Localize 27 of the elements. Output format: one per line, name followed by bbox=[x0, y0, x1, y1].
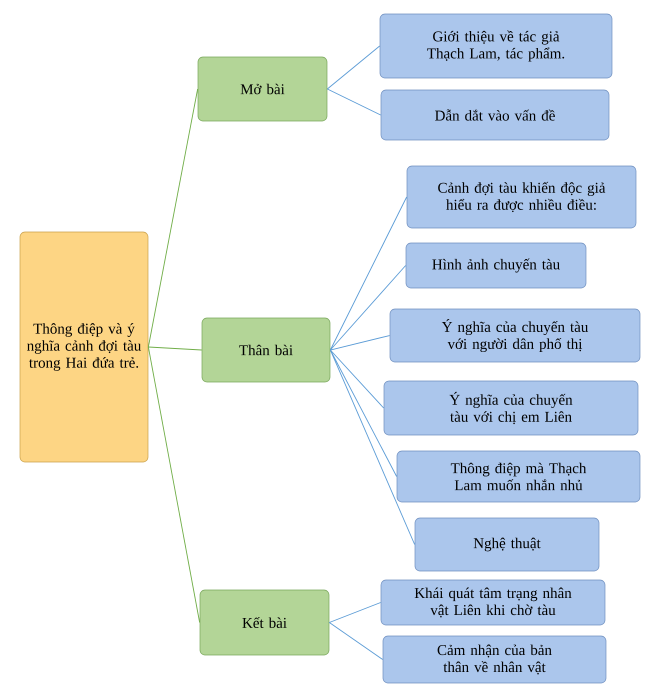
connector-line bbox=[330, 350, 384, 408]
section-box: Thân bài bbox=[202, 318, 330, 382]
idea-box: Cảm nhận của bản thân về nhân vật bbox=[382, 636, 606, 684]
topic-box: Thông điệp và ý nghĩa cảnh đợi tàu trong Hai đứa trẻ. bbox=[20, 232, 148, 462]
connector-line bbox=[330, 196, 408, 350]
idea-box: Thông điệp mà Thạch Lam muốn nhắn nhủ bbox=[396, 450, 640, 502]
idea-box: Dẫn dắt vào vấn đề bbox=[380, 90, 610, 140]
connector-line bbox=[148, 346, 202, 350]
connector-line bbox=[330, 335, 390, 350]
section-box: Mở bài bbox=[198, 56, 328, 122]
connector-line bbox=[330, 350, 398, 477]
idea-box: Cảnh đợi tàu khiến độc giả hiểu ra được nhiều điều: bbox=[406, 166, 636, 228]
connector-line bbox=[148, 346, 200, 623]
idea-box: Ý nghĩa của chuyến tàu với người dân phố thị bbox=[390, 308, 640, 362]
idea-box: Giới thiệu về tác giả Thạch Lam, tác phẩm. bbox=[380, 14, 612, 78]
connector-line bbox=[328, 622, 384, 660]
connector-line bbox=[328, 602, 382, 623]
idea-box: Hình ảnh chuyến tàu bbox=[406, 242, 586, 288]
connector-line bbox=[326, 88, 382, 116]
connector-line bbox=[148, 88, 198, 348]
connector-line bbox=[330, 265, 406, 350]
section-box: Kết bài bbox=[200, 590, 330, 656]
idea-box: Nghệ thuật bbox=[414, 518, 600, 572]
connector-line bbox=[330, 350, 416, 545]
idea-box: Ý nghĩa của chuyến tàu với chị em Liên bbox=[384, 380, 638, 436]
idea-box: Khái quát tâm trạng nhân vật Liên khi chờ tàu bbox=[380, 580, 606, 626]
connector-line bbox=[326, 46, 380, 90]
